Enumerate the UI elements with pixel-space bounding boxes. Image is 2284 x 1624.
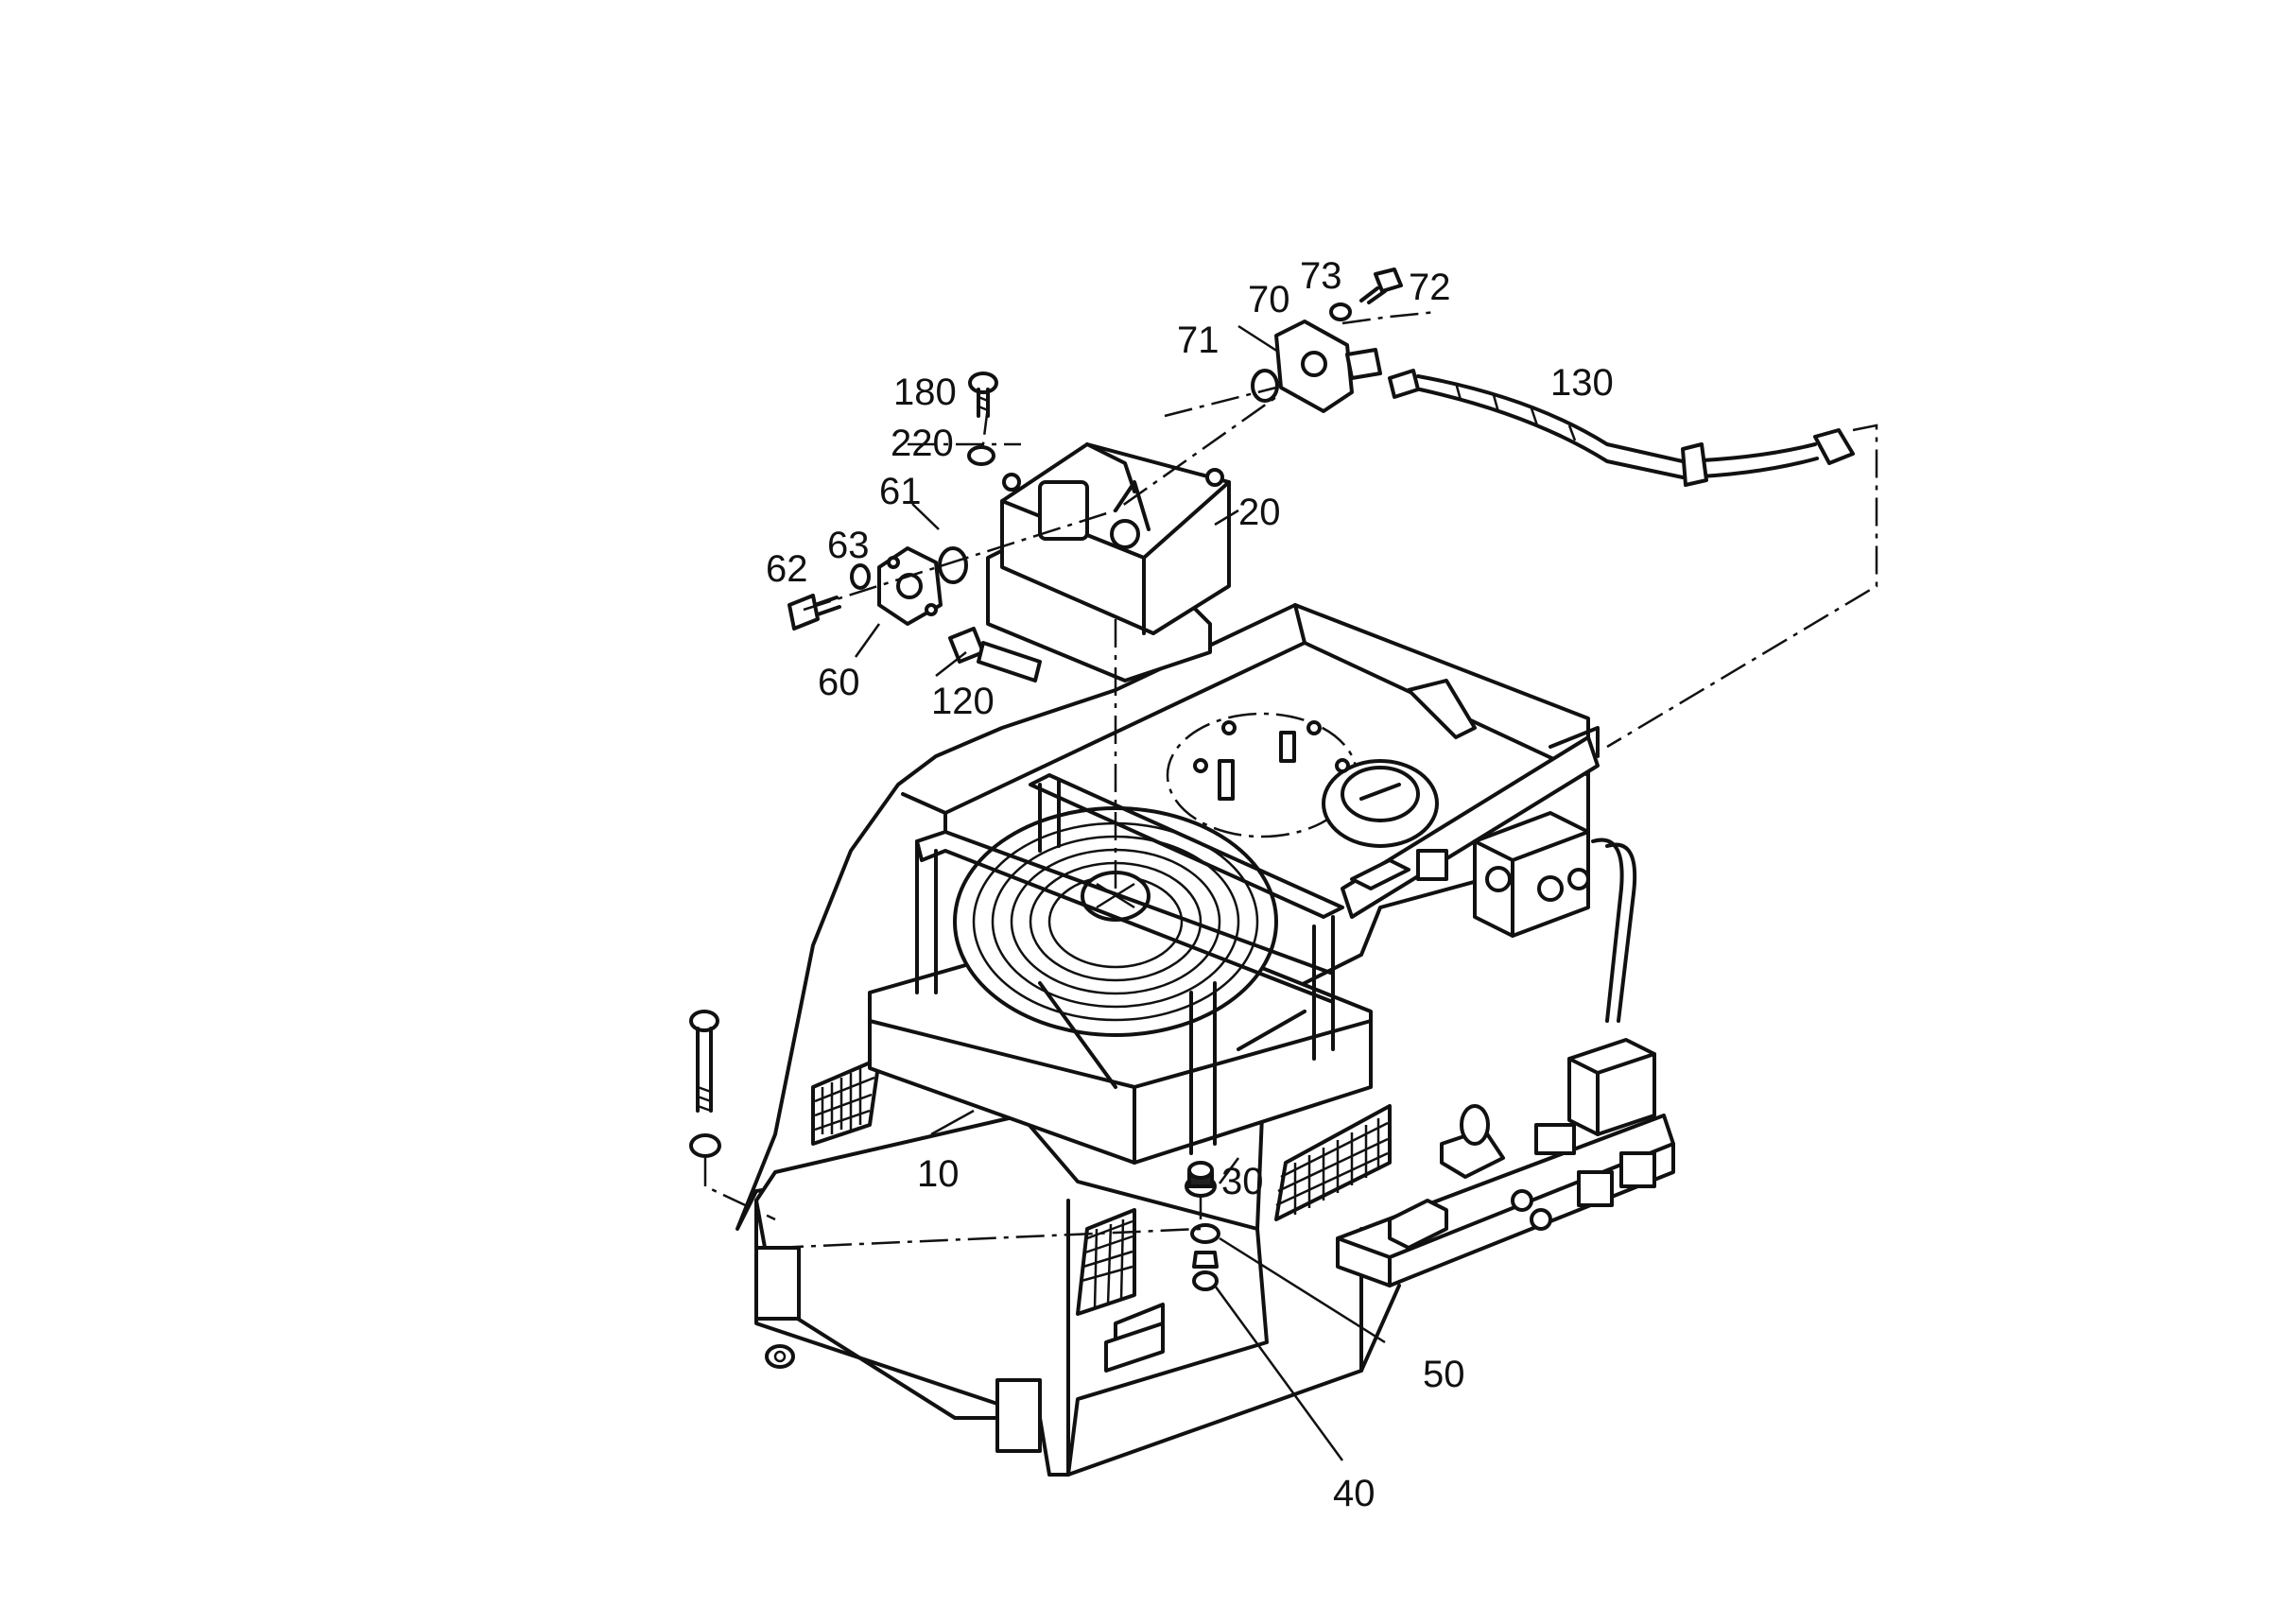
- washer-73: [1329, 302, 1352, 321]
- flange-70: [1274, 320, 1382, 413]
- right-grille: [1274, 1104, 1392, 1221]
- callout-130: 130: [1550, 362, 1614, 404]
- foot-front: [995, 1378, 1042, 1453]
- callout-20: 20: [1238, 492, 1281, 533]
- callout-62: 62: [766, 548, 808, 590]
- callout-61: 61: [879, 471, 922, 512]
- callout-40: 40: [1333, 1473, 1376, 1514]
- hose-130: [1388, 369, 1855, 487]
- oring-71: [1251, 369, 1279, 403]
- bolt-62: [787, 594, 841, 631]
- washer-left: [689, 1133, 721, 1158]
- callout-120: 120: [931, 681, 995, 722]
- assembly-lines: [703, 310, 1878, 1250]
- bolt-180: [968, 371, 998, 418]
- flange-60: [877, 546, 943, 626]
- callout-10: 10: [917, 1153, 960, 1195]
- fitting-120: [948, 627, 1042, 682]
- deck-details: [1166, 679, 1477, 890]
- callout-220: 220: [891, 423, 954, 464]
- washer-50: [1190, 1223, 1220, 1244]
- valve-block: [1473, 811, 1656, 1136]
- nut-left: [765, 1344, 795, 1369]
- foot-left: [754, 1246, 801, 1321]
- callout-50: 50: [1423, 1354, 1465, 1395]
- bolt-long: [689, 1010, 719, 1113]
- leader-lines: [854, 324, 1386, 1461]
- callout-71: 71: [1177, 320, 1220, 361]
- callout-70: 70: [1248, 279, 1290, 320]
- bolt-40: [1192, 1251, 1219, 1291]
- callout-72: 72: [1409, 267, 1451, 308]
- left-grille: [811, 1057, 881, 1146]
- pump-housing: [986, 442, 1231, 682]
- cooler-fan-assembly: [868, 773, 1373, 1165]
- callout-30: 30: [1221, 1161, 1264, 1202]
- control-plate: [1336, 1104, 1675, 1287]
- oring-61: [938, 546, 968, 584]
- callout-73: 73: [1300, 255, 1342, 297]
- callout-180: 180: [893, 371, 957, 413]
- callout-63: 63: [827, 525, 870, 566]
- bolt-72: [1359, 268, 1403, 304]
- washer-63: [850, 563, 871, 590]
- rubber-mount-30: [1185, 1161, 1217, 1198]
- callout-labels: 10 20 30 40 50 60 61 62 63 70 71 72 73 1…: [766, 255, 1614, 1514]
- callout-60: 60: [818, 662, 860, 703]
- washer-220: [967, 445, 995, 466]
